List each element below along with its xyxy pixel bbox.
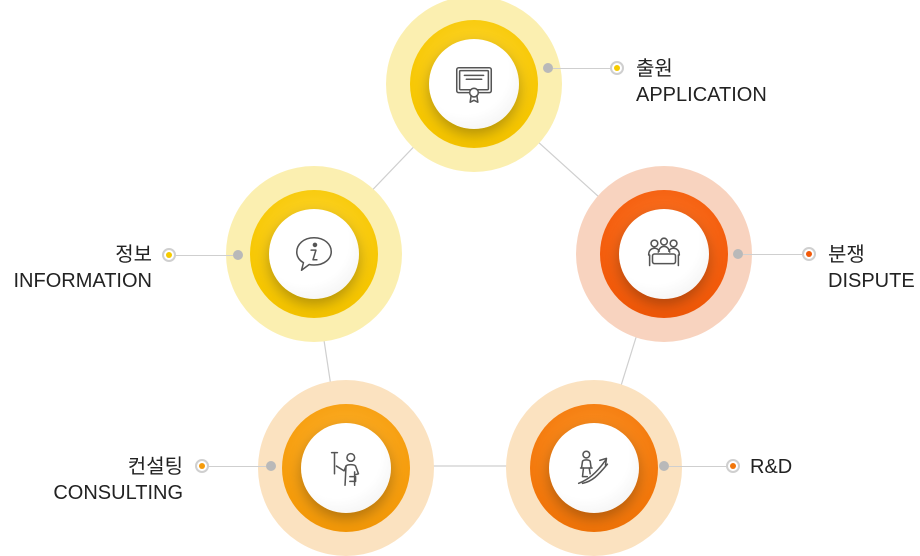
label-consulting: 컨설팅 CONSULTING bbox=[53, 454, 183, 506]
node-application-core bbox=[429, 39, 519, 129]
consulting-connector-start bbox=[266, 461, 276, 471]
node-dispute-core bbox=[619, 209, 709, 299]
consulting-marker bbox=[195, 459, 209, 473]
consulting-en: CONSULTING bbox=[53, 482, 183, 504]
rnd-marker bbox=[726, 459, 740, 473]
label-application: 출원 APPLICATION bbox=[636, 56, 767, 108]
dispute-en: DISPUTE bbox=[828, 270, 915, 292]
label-information: 정보 INFORMATION bbox=[13, 242, 152, 294]
node-rnd[interactable] bbox=[506, 380, 682, 556]
application-en: APPLICATION bbox=[636, 84, 767, 106]
node-application[interactable] bbox=[386, 0, 562, 172]
node-rnd-core bbox=[549, 423, 639, 513]
label-rnd: R&D bbox=[750, 454, 792, 480]
growth-arrow-icon bbox=[577, 450, 609, 485]
consulting-connector bbox=[208, 466, 266, 467]
dispute-ko: 분쟁 bbox=[828, 244, 865, 266]
information-ko: 정보 bbox=[115, 244, 152, 266]
information-marker bbox=[162, 248, 176, 262]
information-connector bbox=[175, 255, 233, 256]
meeting-table-icon bbox=[647, 237, 681, 267]
rnd-connector bbox=[669, 466, 727, 467]
consulting-ko: 컨설팅 bbox=[127, 456, 183, 478]
node-information[interactable] bbox=[226, 166, 402, 342]
dispute-connector bbox=[743, 254, 803, 255]
certificate-icon bbox=[455, 66, 493, 103]
rnd-connector-start bbox=[659, 461, 669, 471]
information-en: INFORMATION bbox=[13, 270, 152, 292]
application-connector-start bbox=[543, 63, 553, 73]
application-connector bbox=[553, 68, 611, 69]
application-marker bbox=[610, 61, 624, 75]
node-consulting-core bbox=[301, 423, 391, 513]
application-ko: 출원 bbox=[636, 58, 673, 80]
node-consulting[interactable] bbox=[258, 380, 434, 556]
dispute-marker bbox=[802, 247, 816, 261]
dispute-connector-start bbox=[733, 249, 743, 259]
label-dispute: 분쟁 DISPUTE bbox=[828, 242, 915, 294]
node-information-core bbox=[269, 209, 359, 299]
info-chat-icon bbox=[295, 236, 333, 272]
rnd-en: R&D bbox=[750, 456, 793, 478]
presenter-icon bbox=[330, 451, 360, 487]
information-connector-start bbox=[233, 250, 243, 260]
node-dispute[interactable] bbox=[576, 166, 752, 342]
